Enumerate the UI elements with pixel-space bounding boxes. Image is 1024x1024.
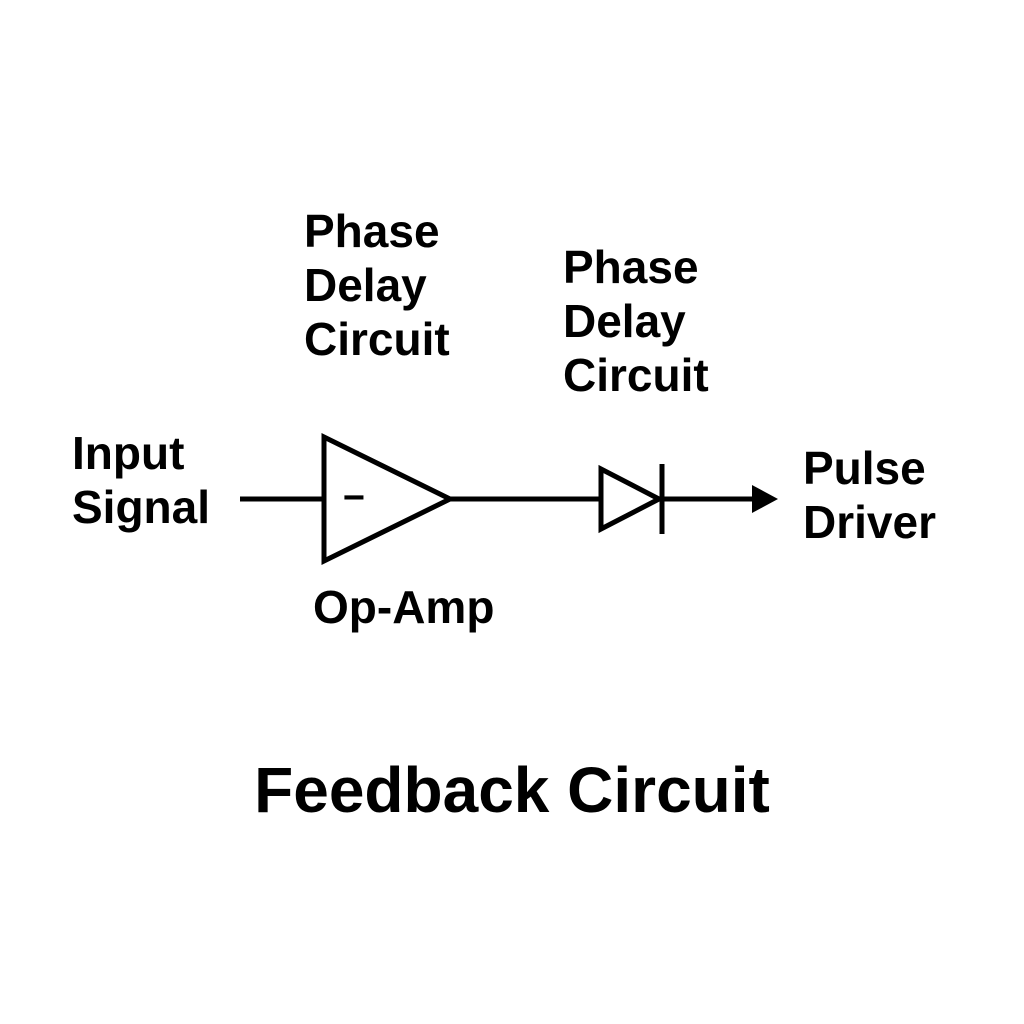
op-amp-label: Op-Amp [313, 581, 495, 633]
label-line: Pulse [803, 442, 926, 494]
label-line: Phase [304, 205, 440, 257]
op-amp-triangle [321, 432, 456, 566]
diode-triangle [598, 464, 665, 534]
pulse-driver-label: Pulse Driver [803, 441, 936, 549]
label-line: Delay [563, 295, 686, 347]
arrow-right-icon [752, 485, 778, 513]
label-line: Circuit [563, 349, 709, 401]
label-line: Driver [803, 496, 936, 548]
diagram-title: Feedback Circuit [254, 754, 770, 826]
input-signal-label: Input Signal [72, 426, 210, 534]
label-line: Circuit [304, 313, 450, 365]
label-line: Input [72, 427, 185, 479]
op-amp-minus-symbol: − [343, 477, 365, 519]
phase-delay-circuit-label-1: Phase Delay Circuit [304, 204, 450, 366]
phase-delay-circuit-label-2: Phase Delay Circuit [563, 240, 709, 402]
label-line: Signal [72, 481, 211, 533]
label-line: Delay [304, 259, 427, 311]
label-line: Phase [563, 241, 699, 293]
